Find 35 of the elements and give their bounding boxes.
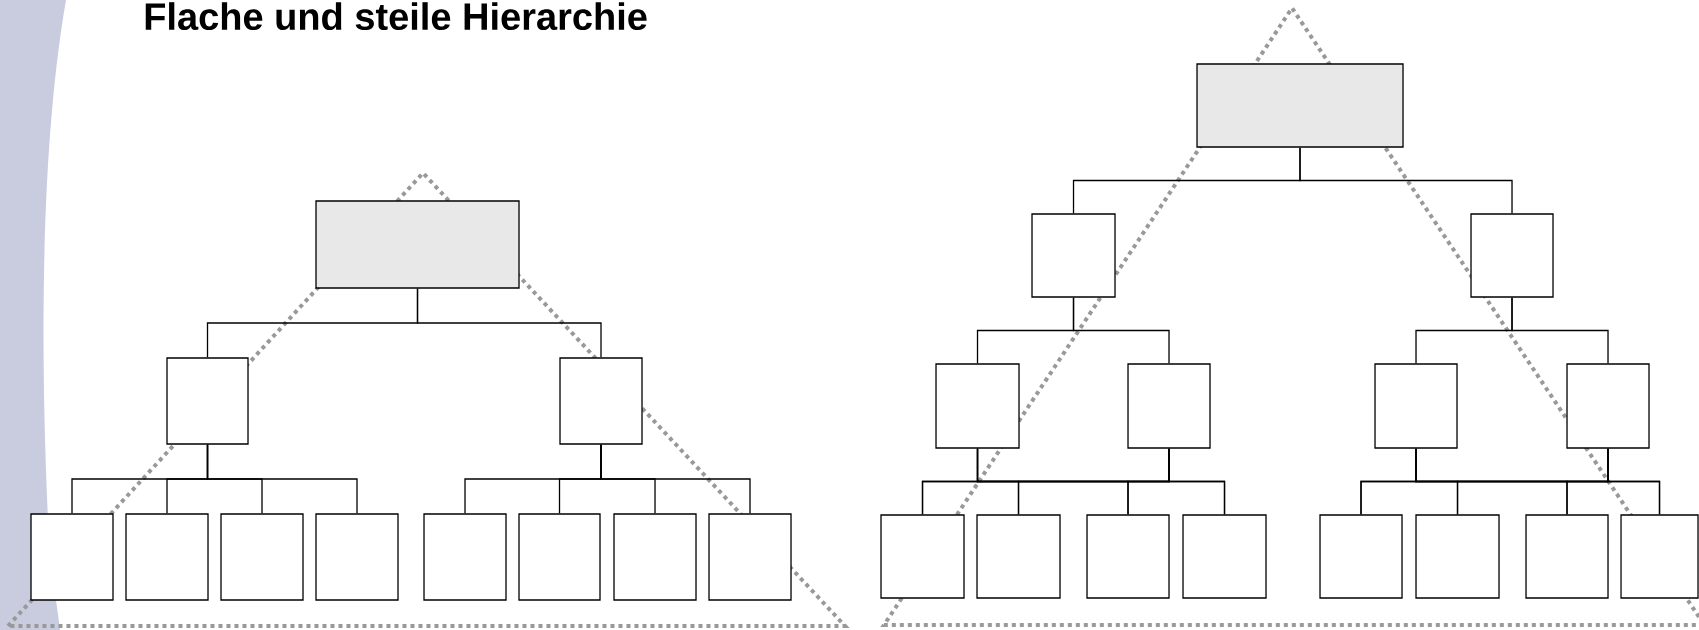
org-box — [559, 357, 643, 445]
org-box — [315, 513, 399, 601]
connector-line — [1299, 147, 1513, 214]
org-box — [1470, 213, 1554, 298]
org-box — [1086, 514, 1170, 599]
org-box — [1620, 514, 1699, 599]
org-box — [30, 513, 114, 601]
org-box — [708, 513, 792, 601]
connector-line — [600, 444, 751, 514]
connector-line — [1168, 448, 1226, 515]
org-box — [1319, 514, 1403, 599]
org-box — [1182, 514, 1267, 599]
connector-line — [416, 288, 602, 358]
org-box — [1374, 363, 1458, 449]
org-box — [935, 363, 1020, 449]
org-box — [1525, 514, 1609, 599]
connector-line — [1607, 448, 1661, 515]
org-box — [220, 513, 304, 601]
org-box — [423, 513, 507, 601]
org-box — [166, 357, 249, 445]
org-box — [1031, 213, 1116, 298]
org-box — [976, 514, 1061, 599]
title: Flache und steile Hierarchie — [145, 2, 647, 31]
org-box — [518, 513, 601, 601]
org-box — [1196, 63, 1404, 148]
org-box — [1566, 363, 1650, 449]
connector-line — [1072, 297, 1170, 364]
org-box — [315, 200, 520, 289]
org-box — [1415, 514, 1500, 599]
org-box — [125, 513, 209, 601]
connector-line — [206, 444, 358, 514]
org-box — [880, 514, 965, 599]
org-box — [1127, 363, 1211, 449]
org-box — [613, 513, 697, 601]
connector-line — [1511, 297, 1609, 364]
